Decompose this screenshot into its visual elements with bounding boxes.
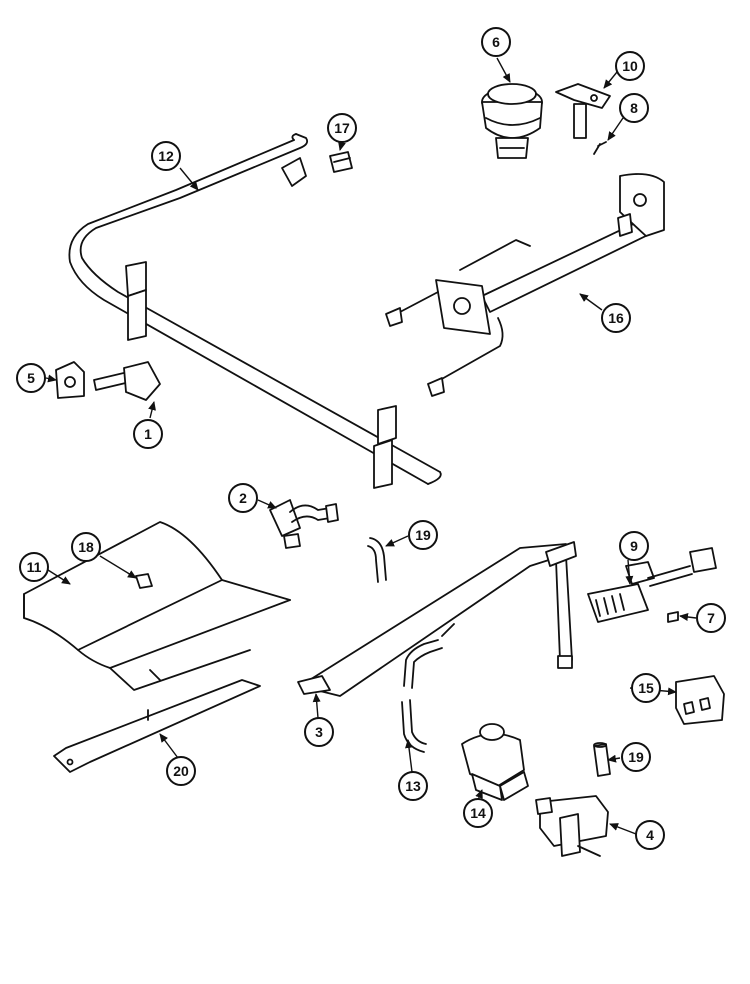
part-17-orifice [329,151,353,173]
part-2-elbow [269,499,339,549]
callout-8: 8 [619,93,649,123]
callout-20: 20 [166,756,196,786]
callout-19-upper: 19 [408,520,438,550]
part-12-manifold-pipe [68,133,442,489]
callout-13: 13 [398,771,428,801]
part-13-hose [401,623,455,753]
callout-3: 3 [304,717,334,747]
callout-4: 4 [635,820,665,850]
part-19-tube-upper [367,537,387,583]
svg-text:20: 20 [173,763,189,779]
part-18-clip [135,573,153,589]
callout-2: 2 [228,483,258,513]
callout-7: 7 [696,603,726,633]
part-7-screw [667,611,679,623]
callout-18: 18 [71,532,101,562]
part-11-heat-shield [23,521,291,691]
part-5-bracket [55,361,85,399]
svg-text:3: 3 [315,724,323,740]
part-15-connector [675,675,725,725]
part-9-igniter [587,547,717,623]
part-4-valve [535,795,609,857]
svg-text:4: 4 [646,827,654,843]
part-1-fitting [93,361,161,401]
svg-text:13: 13 [405,778,421,794]
svg-text:10: 10 [622,58,638,74]
callout-6: 6 [481,27,511,57]
part-20-bracket [53,679,261,773]
svg-text:5: 5 [27,370,35,386]
svg-text:19: 19 [415,527,431,543]
callout-16: 16 [601,303,631,333]
callout-5: 5 [16,363,46,393]
svg-text:6: 6 [492,34,500,50]
part-8-screw [593,141,607,155]
callout-14: 14 [463,798,493,828]
svg-text:17: 17 [334,120,350,136]
svg-text:2: 2 [239,490,247,506]
svg-text:12: 12 [158,148,174,164]
svg-text:19: 19 [628,749,644,765]
part-3-burner-tube [297,541,577,697]
part-10-igniter-bracket [555,83,611,139]
callout-12: 12 [151,141,181,171]
svg-text:16: 16 [608,310,624,326]
svg-text:11: 11 [27,559,42,575]
callout-11: 11 [19,552,49,582]
callout-10: 10 [615,51,645,81]
svg-text:15: 15 [638,680,654,696]
svg-text:8: 8 [630,100,638,116]
part-14-regulator [461,723,529,801]
part-6-burner [481,83,543,159]
svg-text:9: 9 [630,538,638,554]
part-19-tube-lower [593,742,611,777]
callout-19-lower: 19 [621,742,651,772]
svg-text:7: 7 [707,610,715,626]
svg-text:18: 18 [78,539,94,555]
callout-15: 15 [631,673,661,703]
callout-9: 9 [619,531,649,561]
svg-text:1: 1 [144,426,152,442]
callout-1: 1 [133,419,163,449]
callout-17: 17 [327,113,357,143]
part-16-burner-assembly [385,173,665,397]
svg-text:14: 14 [470,805,486,821]
